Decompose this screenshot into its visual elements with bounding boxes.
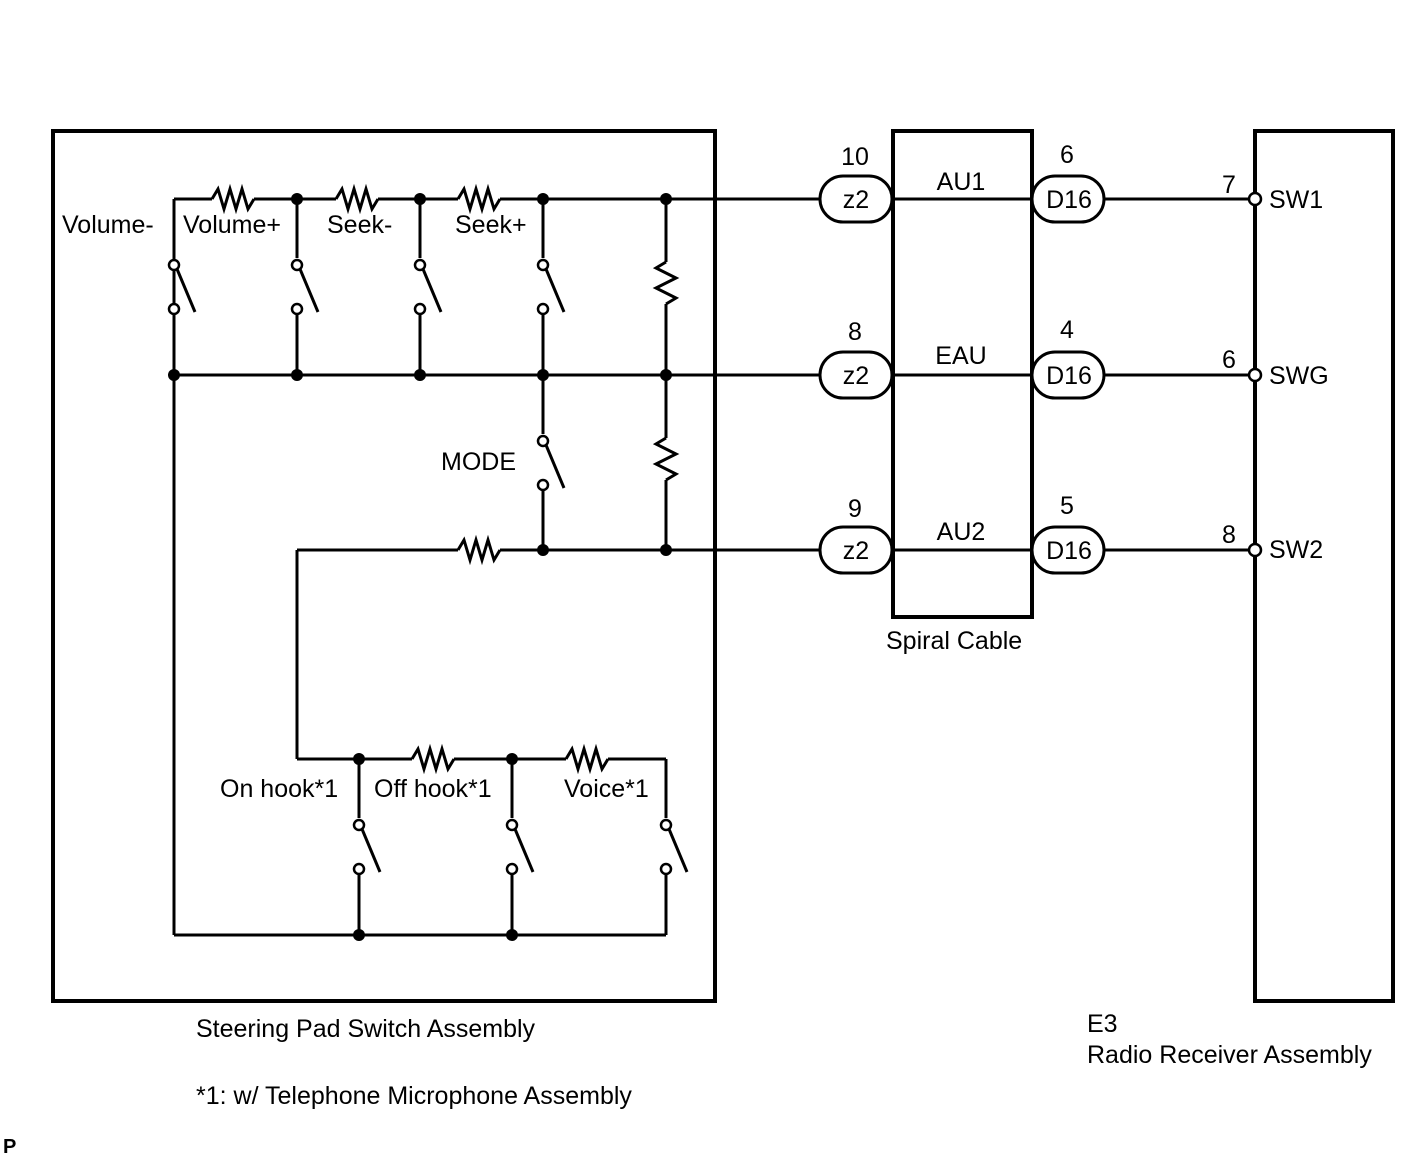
connector-z2-label: z2: [843, 362, 869, 390]
connector-z2-2: z2: [818, 350, 894, 400]
steering-pad-assembly-label: Steering Pad Switch Assembly: [196, 1015, 536, 1043]
switch-volume-minus: [167, 258, 197, 316]
connector-d16-label: D16: [1046, 186, 1092, 214]
switch-seek-minus: [413, 258, 443, 316]
switch-on-hook: [352, 818, 382, 876]
connector-d16-3: D16: [1030, 525, 1106, 575]
footnote: *1: w/ Telephone Microphone Assembly: [196, 1082, 632, 1110]
steering-pad-switch-assembly-box: [51, 129, 717, 1003]
connector-z2-1: z2: [818, 174, 894, 224]
switch-label-volume-minus: Volume-: [62, 211, 154, 239]
connector-d16-label: D16: [1046, 362, 1092, 390]
spiral-signal-label: AU1: [937, 168, 986, 196]
resistor-upper-vertical: [652, 260, 680, 306]
radio-terminal-sw2: [1247, 542, 1263, 558]
resistor-seek-minus: [334, 183, 380, 215]
d16-pin-number: 6: [1060, 141, 1074, 169]
d16-pin-number: 4: [1060, 316, 1074, 344]
resistor-voice: [564, 743, 610, 775]
corner-mark: P: [3, 1136, 16, 1158]
z2-pin-number: 9: [848, 495, 862, 523]
switch-mode: [536, 434, 566, 492]
resistor-volume-plus: [210, 183, 256, 215]
switch-label-volume-plus: Volume+: [183, 211, 281, 239]
au2-rail: [295, 534, 820, 759]
radio-terminal-label: SW2: [1269, 536, 1323, 564]
switch-seek-plus: [536, 258, 566, 316]
radio-pin-number: 7: [1222, 171, 1236, 199]
top-rail: [174, 183, 820, 215]
radio-terminal-sw1: [1247, 191, 1263, 207]
z2-pin-number: 8: [848, 318, 862, 346]
resistor-au2: [456, 534, 502, 566]
z2-pin-number: 10: [841, 143, 869, 171]
switch-label-seek-minus: Seek-: [327, 211, 392, 239]
radio-connector-code: E3: [1087, 1010, 1118, 1038]
connector-z2-label: z2: [843, 537, 869, 565]
radio-terminal-label: SWG: [1269, 362, 1329, 390]
external-wires: [892, 197, 1250, 552]
top-switch-columns: [172, 199, 545, 550]
junction-dots: [168, 193, 672, 941]
radio-receiver-assembly-label: Radio Receiver Assembly: [1087, 1041, 1372, 1069]
switch-volume-plus: [290, 258, 320, 316]
switch-label-off-hook: Off hook*1: [374, 775, 492, 803]
resistor-seek-plus: [456, 183, 502, 215]
switch-off-hook: [505, 818, 535, 876]
radio-terminal-label: SW1: [1269, 186, 1323, 214]
radio-pin-number: 8: [1222, 521, 1236, 549]
spiral-signal-label: EAU: [935, 342, 986, 370]
resistor-off-hook: [410, 743, 456, 775]
connector-z2-3: z2: [818, 525, 894, 575]
radio-pin-number: 6: [1222, 346, 1236, 374]
connector-z2-label: z2: [843, 186, 869, 214]
switch-voice: [659, 818, 689, 876]
radio-receiver-assembly-box: [1253, 129, 1395, 1003]
resistor-lower-vertical: [652, 436, 680, 482]
connector-d16-label: D16: [1046, 537, 1092, 565]
d16-pin-number: 5: [1060, 492, 1074, 520]
connector-d16-2: D16: [1030, 350, 1106, 400]
switch-label-seek-plus: Seek+: [455, 211, 527, 239]
spiral-signal-label: AU2: [937, 518, 986, 546]
spiral-cable-label: Spiral Cable: [886, 627, 1022, 655]
switch-label-on-hook: On hook*1: [220, 775, 338, 803]
radio-terminal-swg: [1247, 367, 1263, 383]
connector-d16-1: D16: [1030, 174, 1106, 224]
switch-label-mode: MODE: [441, 448, 516, 476]
switch-label-voice: Voice*1: [564, 775, 649, 803]
